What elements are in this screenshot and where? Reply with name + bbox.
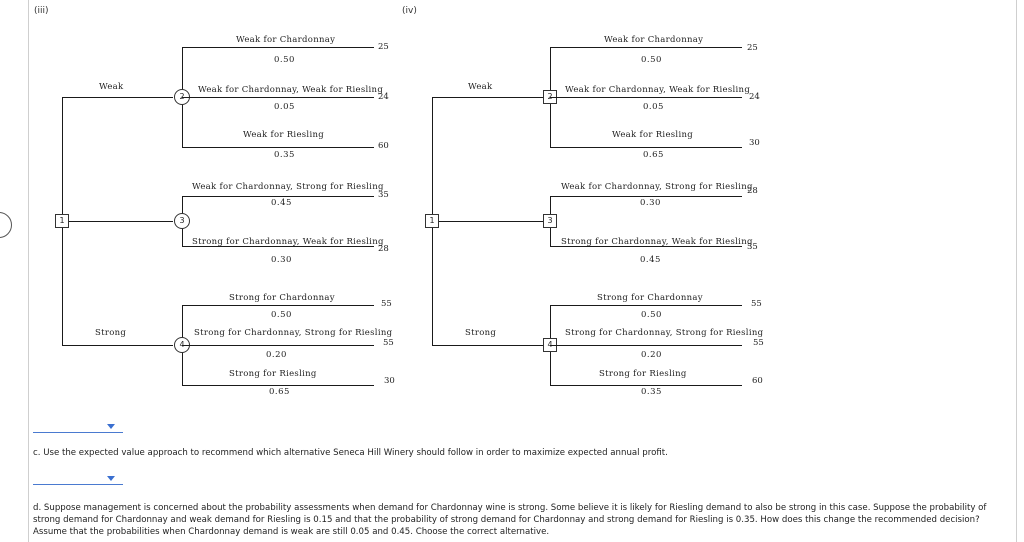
decision-node[interactable]: 1 bbox=[425, 214, 439, 228]
outcome-label: Strong for Chardonnay, Weak for Riesling bbox=[192, 237, 384, 247]
answer-dropdown-c[interactable] bbox=[33, 474, 123, 485]
outcome-value: 30 bbox=[384, 376, 395, 386]
outcome-probability: 0.50 bbox=[274, 55, 295, 65]
outcome-probability: 0.35 bbox=[641, 387, 662, 397]
outcome-line bbox=[182, 97, 374, 98]
outcome-value: 35 bbox=[747, 242, 758, 252]
outcome-label: Weak for Chardonnay bbox=[604, 35, 704, 45]
outcome-line bbox=[182, 385, 374, 386]
outcome-line bbox=[182, 147, 374, 148]
chance-node-3[interactable]: 3 bbox=[543, 214, 557, 228]
outcome-line bbox=[550, 47, 742, 48]
outcome-label: Strong for Chardonnay, Strong for Riesli… bbox=[194, 328, 393, 338]
previous-option-radio[interactable] bbox=[0, 212, 12, 238]
outcome-line bbox=[550, 147, 742, 148]
outcome-label: Weak for Riesling bbox=[612, 130, 693, 140]
outcome-probability: 0.50 bbox=[271, 310, 292, 320]
outcome-line bbox=[182, 246, 374, 247]
outcome-probability: 0.05 bbox=[643, 102, 664, 112]
outcome-line bbox=[550, 196, 742, 197]
outcome-line bbox=[550, 305, 742, 306]
outcome-value: 55 bbox=[751, 299, 762, 309]
branch-weak-label: Weak bbox=[99, 82, 124, 92]
branch-strong-label: Strong bbox=[465, 328, 497, 338]
branch-middle-line bbox=[432, 221, 543, 222]
outcome-value: 25 bbox=[378, 42, 389, 52]
outcome-probability: 0.45 bbox=[640, 255, 661, 265]
left-frame-border bbox=[28, 0, 29, 542]
right-frame-border bbox=[1016, 0, 1017, 542]
outcome-value: 28 bbox=[747, 186, 758, 196]
outcome-line bbox=[550, 246, 742, 247]
branch-strong-line bbox=[62, 345, 173, 346]
outcome-line bbox=[550, 385, 742, 386]
branch-weak-line bbox=[62, 97, 173, 98]
outcome-value: 55 bbox=[381, 299, 392, 309]
outcome-value: 60 bbox=[752, 376, 763, 386]
outcome-value: 60 bbox=[378, 141, 389, 151]
chevron-down-icon bbox=[107, 424, 115, 429]
outcome-value: 25 bbox=[747, 43, 758, 53]
outcome-label: Weak for Chardonnay, Strong for Riesling bbox=[561, 182, 753, 192]
branch-middle-line bbox=[62, 221, 173, 222]
outcome-value: 30 bbox=[749, 138, 760, 148]
question-d-text: d. Suppose management is concerned about… bbox=[33, 503, 987, 537]
outcome-probability: 0.30 bbox=[271, 255, 292, 265]
question-c-text: c. Use the expected value approach to re… bbox=[33, 448, 668, 458]
outcome-probability: 0.65 bbox=[643, 150, 664, 160]
outcome-label: Weak for Chardonnay, Weak for Riesling bbox=[198, 85, 384, 95]
branch-weak-line bbox=[432, 97, 543, 98]
answer-dropdown-b[interactable] bbox=[33, 422, 123, 433]
outcome-line bbox=[550, 345, 742, 346]
outcome-value: 24 bbox=[749, 92, 760, 102]
outcome-value: 24 bbox=[378, 92, 389, 102]
outcome-line bbox=[182, 196, 374, 197]
option-label-iii: (iii) bbox=[34, 6, 49, 16]
outcome-value: 28 bbox=[378, 244, 389, 254]
outcome-label: Strong for Chardonnay, Strong for Riesli… bbox=[565, 328, 764, 338]
outcome-label: Weak for Chardonnay, Strong for Riesling bbox=[192, 182, 384, 192]
outcome-label: Strong for Chardonnay bbox=[597, 293, 703, 303]
outcome-label: Strong for Riesling bbox=[599, 369, 687, 379]
outcome-line bbox=[550, 97, 742, 98]
outcome-label: Weak for Chardonnay bbox=[236, 35, 336, 45]
outcome-probability: 0.20 bbox=[266, 350, 287, 360]
outcome-line bbox=[182, 345, 374, 346]
outcome-label: Weak for Chardonnay, Weak for Riesling bbox=[565, 85, 751, 95]
outcome-value: 55 bbox=[753, 338, 764, 348]
chevron-down-icon bbox=[107, 476, 115, 481]
chance-node-3[interactable]: 3 bbox=[174, 213, 190, 229]
outcome-value: 35 bbox=[378, 190, 389, 200]
outcome-label: Weak for Riesling bbox=[243, 130, 324, 140]
outcome-label: Strong for Chardonnay, Weak for Riesling bbox=[561, 237, 753, 247]
outcome-probability: 0.05 bbox=[274, 102, 295, 112]
decision-node[interactable]: 1 bbox=[55, 214, 69, 228]
outcome-probability: 0.65 bbox=[269, 387, 290, 397]
outcome-line bbox=[182, 305, 374, 306]
outcome-probability: 0.50 bbox=[641, 310, 662, 320]
outcome-probability: 0.35 bbox=[274, 150, 295, 160]
outcome-probability: 0.30 bbox=[640, 198, 661, 208]
branch-strong-label: Strong bbox=[95, 328, 127, 338]
outcome-probability: 0.20 bbox=[641, 350, 662, 360]
branch-weak-label: Weak bbox=[468, 82, 493, 92]
outcome-probability: 0.45 bbox=[271, 198, 292, 208]
option-label-iv: (iv) bbox=[402, 6, 417, 16]
outcome-label: Strong for Chardonnay bbox=[229, 293, 335, 303]
outcome-value: 55 bbox=[383, 338, 394, 348]
outcome-probability: 0.50 bbox=[641, 55, 662, 65]
branch-strong-line bbox=[432, 345, 543, 346]
outcome-line bbox=[182, 47, 374, 48]
outcome-label: Strong for Riesling bbox=[229, 369, 317, 379]
